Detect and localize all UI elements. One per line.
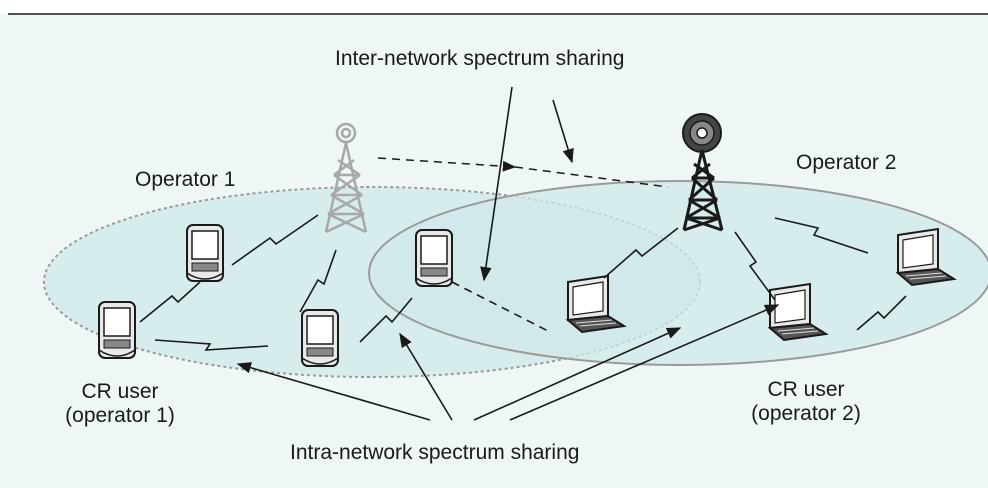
inter-network-dashed-line <box>514 166 669 188</box>
inter-network-label: Inter-network spectrum sharing <box>335 47 625 70</box>
inter-network-dashed-arrow <box>377 157 517 172</box>
operator-2-coverage <box>368 180 988 366</box>
radio-tower-icon <box>682 113 724 232</box>
cr-user-1-label: CR user (operator 1) <box>30 380 210 428</box>
lightning-link-icon <box>359 297 413 343</box>
cr-user-1-line1: CR user <box>81 380 159 403</box>
intra-arrow-1 <box>236 362 431 421</box>
inter-operator-dashed-link <box>451 281 551 333</box>
cr-user-2-line1: CR user <box>767 378 845 401</box>
lightning-link-icon <box>231 214 319 266</box>
intra-arrow-3 <box>473 327 682 421</box>
inter-arrow-2 <box>552 99 574 164</box>
lightning-link-icon <box>734 231 776 301</box>
intra-network-label: Intra-network spectrum sharing <box>290 441 580 464</box>
cr-user-2-line2: (operator 2) <box>751 402 861 425</box>
intra-arrow-2 <box>399 332 453 421</box>
radio-tower-icon <box>324 122 368 234</box>
pda-device-icon <box>186 224 224 282</box>
intra-arrow-4 <box>509 304 780 421</box>
operator-1-label: Operator 1 <box>135 168 236 191</box>
lightning-link-icon <box>154 339 269 351</box>
cr-user-2-label: CR user (operator 2) <box>716 378 896 426</box>
lightning-link-icon <box>299 249 337 313</box>
lightning-link-icon <box>139 281 201 323</box>
operator-2-label: Operator 2 <box>796 151 897 174</box>
pda-device-icon <box>415 229 453 287</box>
pda-device-icon <box>301 309 339 367</box>
cr-user-1-line2: (operator 1) <box>65 404 175 427</box>
lightning-link-icon <box>774 217 869 254</box>
lightning-link-icon <box>856 295 907 331</box>
inter-arrow-1 <box>480 86 513 282</box>
lightning-link-icon <box>603 227 679 279</box>
pda-device-icon <box>98 301 136 359</box>
